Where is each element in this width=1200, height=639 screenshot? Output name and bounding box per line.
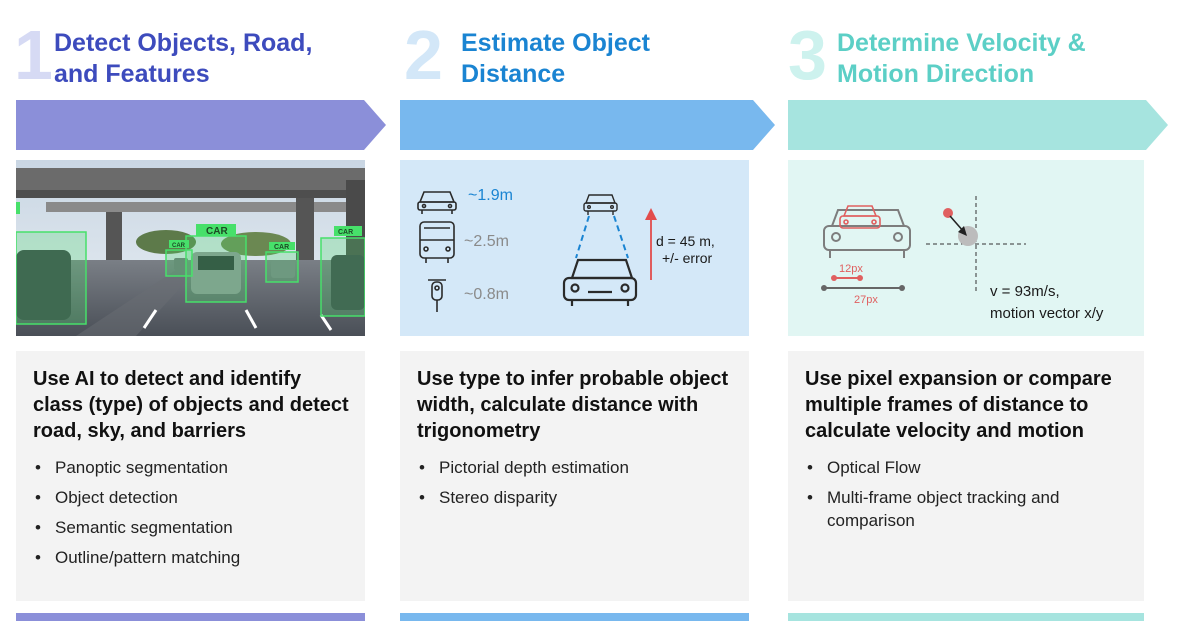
step-3-bottom-bar — [788, 613, 1144, 621]
step-3-number: 3 — [788, 16, 827, 94]
detection-label-car-2: CAR — [338, 229, 353, 236]
motion-start-point — [943, 208, 953, 218]
step-3-heading: Use pixel expansion or compare multiple … — [805, 368, 1112, 442]
road-detection-image: CAR CAR CAR CAR — [16, 160, 365, 336]
step-2-arrow — [400, 100, 775, 150]
velocity-value: v = 93m/s, — [990, 283, 1060, 300]
motorcycle-icon — [428, 279, 446, 312]
step-3-title-line1: Determine Velocity & — [837, 29, 1086, 57]
large-width-label: 27px — [854, 294, 878, 306]
step-3-description: Use pixel expansion or compare multiple … — [788, 351, 1144, 601]
sight-line-left — [575, 215, 590, 259]
velocity-diagram-svg: 12px 27px v = 93m/s, motion vector x/y — [821, 196, 1104, 322]
motion-vector-label: motion vector x/y — [990, 305, 1104, 322]
step-1-heading: Use AI to detect and identify class (typ… — [33, 368, 349, 442]
near-car-icon — [562, 258, 638, 306]
original-car-icon — [839, 205, 881, 229]
list-item: Outline/pattern matching — [33, 546, 350, 569]
small-width-label: 12px — [839, 263, 863, 275]
step-1-title: Detect Objects, Road, and Features — [54, 28, 354, 90]
motion-vector-head — [958, 226, 967, 236]
distance-diagram: ~1.9m ~2.5m ~0.8m — [400, 160, 749, 336]
step-2-title-line2: Distance — [461, 60, 566, 88]
distance-error: +/- error — [662, 250, 713, 266]
velocity-diagram: 12px 27px v = 93m/s, motion vector x/y — [788, 160, 1144, 336]
detection-label-car-1: CAR — [206, 226, 228, 237]
step-3-bullets: Optical Flow Multi-frame object tracking… — [805, 456, 1129, 532]
step-2-title: Estimate Object Distance — [461, 28, 761, 90]
list-item: Semantic segmentation — [33, 516, 350, 539]
expanded-car-icon — [823, 209, 911, 258]
step-3-title-line2: Motion Direction — [837, 60, 1035, 88]
list-item: Object detection — [33, 486, 350, 509]
distance-diagram-svg: ~1.9m ~2.5m ~0.8m — [417, 187, 715, 312]
list-item: Optical Flow — [805, 456, 1129, 479]
list-item: Panoptic segmentation — [33, 456, 350, 479]
detection-label-car-3: CAR — [274, 244, 289, 251]
step-1-bullets: Panoptic segmentation Object detection S… — [33, 456, 350, 569]
step-1-description: Use AI to detect and identify class (typ… — [16, 351, 365, 601]
list-item: Stereo disparity — [417, 486, 734, 509]
step-2-heading: Use type to infer probable object width,… — [417, 368, 729, 442]
bus-size-label: ~2.5m — [464, 233, 509, 250]
sight-line-right — [613, 215, 629, 259]
step-3-title: Determine Velocity & Motion Direction — [837, 28, 1157, 90]
step-1-number: 1 — [14, 16, 53, 94]
bus-icon — [419, 221, 455, 263]
distance-arrow-head — [645, 208, 657, 220]
detection-label-car-4: CAR — [172, 243, 186, 249]
step-2-bullets: Pictorial depth estimation Stereo dispar… — [417, 456, 734, 509]
car-icon — [417, 191, 457, 214]
step-2-description: Use type to infer probable object width,… — [400, 351, 749, 601]
step-1-bottom-bar — [16, 613, 365, 621]
list-item: Pictorial depth estimation — [417, 456, 734, 479]
step-2-bottom-bar — [400, 613, 749, 621]
step-3-header: 3 Determine Velocity & Motion Direction — [788, 16, 1158, 94]
step-2-number: 2 — [404, 16, 443, 94]
motorcycle-size-label: ~0.8m — [464, 286, 509, 303]
step-1-title-line1: Detect Objects, Road, — [54, 29, 313, 57]
step-1-arrow — [16, 100, 386, 150]
step-1-title-line2: and Features — [54, 60, 210, 88]
step-3-arrow — [788, 100, 1168, 150]
step-1-header: 1 Detect Objects, Road, and Features — [14, 16, 364, 94]
list-item: Multi-frame object tracking and comparis… — [805, 486, 1129, 532]
distance-value: d = 45 m, — [656, 233, 715, 249]
car-size-label: ~1.9m — [468, 187, 513, 204]
step-2-header: 2 Estimate Object Distance — [404, 16, 754, 94]
step-2-title-line1: Estimate Object — [461, 29, 650, 57]
far-car-icon — [583, 194, 618, 215]
